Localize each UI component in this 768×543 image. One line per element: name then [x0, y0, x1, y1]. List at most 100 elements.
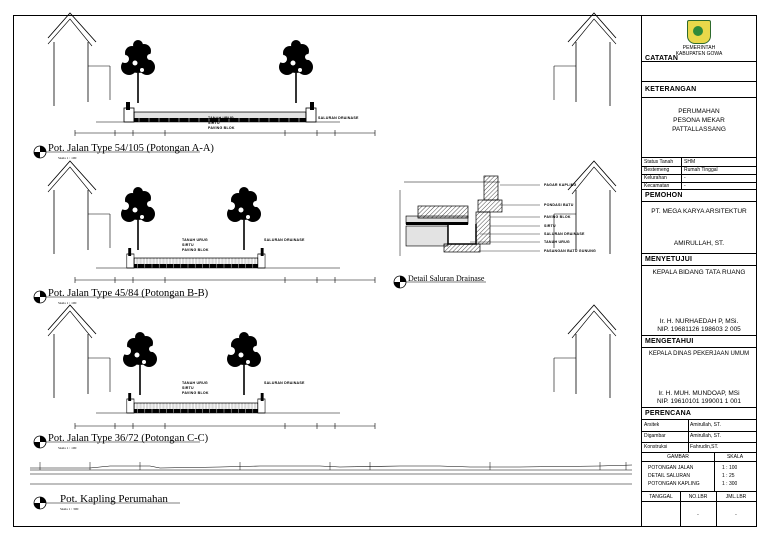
- gambar-list: POTONGAN JALAN DETAIL SALURAN POTONGAN K…: [642, 462, 756, 492]
- section-c-scale: Skala 1 : 100: [58, 446, 77, 450]
- info-value: Rumah Tinggal: [684, 167, 718, 173]
- detail-marker: [393, 275, 407, 289]
- mengetahui-name: Ir. H. MUH. MUNDOAP, MSi: [658, 390, 740, 397]
- section-b-label-paving: PAVING BLOK: [182, 248, 209, 252]
- team-role: Arsitek: [644, 422, 660, 428]
- gambar-item: DETAIL SALURAN: [648, 473, 690, 479]
- catatan-area: [642, 62, 756, 82]
- section-b-label-tanah: TANAH URUG: [182, 238, 208, 242]
- keterangan-heading: KETERANGAN: [645, 86, 697, 93]
- gambar-header-row: GAMBAR SKALA: [642, 453, 756, 462]
- gowa-logo-icon: [687, 20, 711, 44]
- detail-label-pondasi: PONDASI BATU: [544, 203, 574, 207]
- project-line-2: PESONA MEKAR: [673, 117, 725, 124]
- gambar-item: POTONGAN KAPLING: [648, 481, 700, 487]
- section-a-label-paving: PAVING BLOK: [208, 126, 235, 130]
- team-name: Amirullah, ST.: [690, 422, 721, 428]
- section-c-label-paving: PAVING BLOK: [182, 391, 209, 395]
- logo-line-2: KABUPATEN GOWA: [675, 51, 723, 57]
- section-a-drawing: [47, 12, 617, 137]
- kapling-scale: Skala 1 : 300: [60, 507, 79, 511]
- skala-item: 1 : 300: [722, 481, 738, 487]
- section-c-drawing: [47, 304, 617, 430]
- section-a-label-sirtu: SIRTU: [208, 121, 220, 125]
- title-block: PEMERINTAH KABUPATEN GOWA CATATAN KETERA…: [641, 16, 756, 526]
- menyetujui-nip: NIP. 19681126 198603 2 005: [657, 326, 741, 333]
- perencana-heading: PERENCANA: [645, 410, 692, 417]
- pemohon-heading: PEMOHON: [645, 192, 683, 199]
- pemohon-area: PT. MEGA KARYA ARSITEKTUR AMIRULLAH, ST.: [642, 202, 756, 254]
- info-key: Kelurahan: [644, 175, 667, 181]
- section-b-title: Pot. Jalan Type 45/84 (Potongan B-B): [48, 288, 209, 299]
- project-area: PERUMAHAN PESONA MEKAR PATTALLASSANG: [642, 98, 756, 158]
- tanggal-heading: TANGGAL: [649, 494, 673, 500]
- pemohon-person: AMIRULLAH, ST.: [673, 240, 725, 247]
- sheet-header-row: TANGGAL NO.LBR JML.LBR: [642, 492, 756, 502]
- skala-item: 1 : 100: [722, 465, 738, 471]
- detail-title: Detail Saluran Drainase: [408, 274, 485, 283]
- pemohon-company: PT. MEGA KARYA ARSITEKTUR: [651, 208, 747, 215]
- info-key: Kecamatan: [644, 183, 670, 189]
- info-value: SHM: [684, 159, 696, 165]
- section-c-label-sirtu: SIRTU: [182, 386, 194, 390]
- section-b-label-sirtu: SIRTU: [182, 243, 194, 247]
- mengetahui-heading: MENGETAHUI: [645, 338, 694, 345]
- section-c-label-tanah: TANAH URUG: [182, 381, 208, 385]
- section-a-label-saluran: SALURAN DRAINASE: [318, 116, 359, 120]
- team-name: Amirullah, ST.: [690, 433, 721, 439]
- menyetujui-heading: MENYETUJUI: [645, 256, 693, 263]
- section-b-scale: Skala 1 : 100: [58, 301, 77, 305]
- info-value: -: [684, 183, 686, 189]
- sheet-value-row: - -: [642, 502, 756, 526]
- keterangan-row: KETERANGAN: [642, 82, 756, 98]
- info-value: -: [684, 175, 686, 181]
- team-name: Fahrudin,ST.: [690, 444, 719, 450]
- section-b-label-saluran: SALURAN DRAINASE: [264, 238, 305, 242]
- team-role: Digambar: [644, 433, 666, 439]
- skala-heading: SKALA: [726, 454, 744, 460]
- detail-label-pasangan: PASANGAN BATU GUNUNG: [544, 249, 596, 253]
- info-key: Status Tanah: [644, 159, 674, 165]
- section-a-label-tanah: TANAH URUG: [208, 116, 234, 120]
- project-line-3: PATTALLASSANG: [672, 126, 726, 133]
- mengetahui-role: KEPALA DINAS PEKERJAAN UMUM: [648, 351, 750, 357]
- kapling-title: Pot. Kapling Perumahan: [60, 493, 168, 505]
- menyetujui-area: KEPALA BIDANG TATA RUANG Ir. H. NURHAEDA…: [642, 266, 756, 336]
- mengetahui-row: MENGETAHUI: [642, 336, 756, 348]
- section-a-title: Pot. Jalan Type 54/105 (Potongan A-A): [48, 143, 214, 154]
- info-key: Bestemeng: [644, 167, 670, 173]
- section-a-scale: Skala 1 : 100: [58, 156, 77, 160]
- detail-label-pagar: PAGAR KAPLING: [544, 183, 577, 187]
- team-table: Arsitek Amirullah, ST. Digambar Amirulla…: [642, 420, 756, 453]
- section-b-drawing: [47, 160, 617, 284]
- menyetujui-name: Ir. H. NURHAEDAH P, MSi.: [659, 318, 739, 325]
- section-c-marker: [33, 435, 47, 449]
- jmllbr-value: -: [735, 512, 737, 518]
- kapling-marker: [33, 496, 47, 510]
- info-table: Status Tanah SHM Bestemeng Rumah Tinggal…: [642, 158, 756, 190]
- skala-item: 1 : 25: [722, 473, 735, 479]
- section-c-title: Pot. Jalan Type 36/72 (Potongan C-C): [48, 433, 209, 444]
- detail-label-paving: PAVING BLOK: [544, 215, 571, 219]
- team-role: Konstruksi: [644, 444, 668, 450]
- mengetahui-nip: NIP. 19610101 199001 1 001: [656, 398, 742, 405]
- catatan-heading: CATATAN: [645, 55, 679, 62]
- menyetujui-role: KEPALA BIDANG TATA RUANG: [652, 269, 746, 276]
- section-a-marker: [33, 145, 47, 159]
- jmllbr-heading: JML.LBR: [725, 494, 747, 500]
- detail-label-sirtu: SIRTU: [544, 224, 556, 228]
- detail-drainage-drawing: [399, 175, 540, 256]
- logo-line-1: PEMERINTAH: [682, 45, 716, 51]
- gambar-heading: GAMBAR: [667, 454, 689, 460]
- drawing-sheet-border: [13, 15, 757, 527]
- detail-label-tanah: TANAH URUG: [544, 240, 570, 244]
- nolbr-heading: NO.LBR: [688, 494, 708, 500]
- nolbr-value: -: [697, 512, 699, 518]
- perencana-row: PERENCANA: [642, 408, 756, 420]
- detail-label-saluran: SALURAN DRAINASE: [544, 232, 585, 236]
- section-b-marker: [33, 290, 47, 304]
- project-line-1: PERUMAHAN: [678, 108, 720, 115]
- kapling-profile: [30, 462, 633, 485]
- section-c-label-saluran: SALURAN DRAINASE: [264, 381, 305, 385]
